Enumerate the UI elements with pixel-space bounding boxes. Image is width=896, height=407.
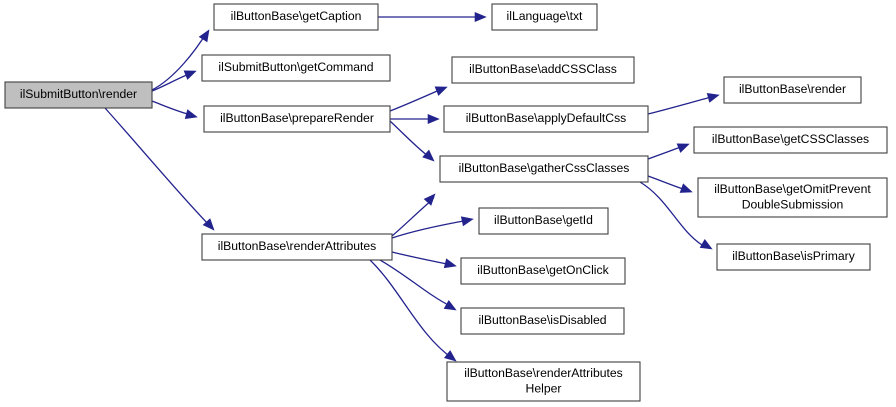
node-label: ilButtonBase\renderAttributes	[218, 239, 377, 253]
arrow-head-icon	[699, 238, 713, 250]
node-box[interactable]	[203, 105, 391, 133]
graph-node-renderAttributes[interactable]: ilButtonBase\renderAttributes	[201, 233, 393, 261]
node-label: Helper	[526, 381, 562, 395]
nodes-layer: ilSubmitButton\render ilButtonBase\getCap…	[4, 3, 888, 402]
graph-node-getOnClick[interactable]: ilButtonBase\getOnClick	[460, 257, 626, 285]
arrow-head-icon	[184, 109, 198, 119]
node-box[interactable]	[460, 307, 625, 335]
node-box[interactable]	[478, 207, 609, 235]
node-label: ilSubmitButton\render	[20, 87, 137, 101]
call-edge	[104, 107, 213, 229]
call-edge	[391, 251, 453, 266]
arrow-head-icon	[427, 113, 440, 125]
graph-node-render[interactable]: ilButtonBase\render	[723, 76, 862, 104]
call-edge	[151, 31, 208, 91]
call-edge	[391, 196, 435, 237]
graph-node-isPrimary[interactable]: ilButtonBase\isPrimary	[716, 243, 871, 271]
node-label: ilButtonBase\addCSSClass	[469, 62, 617, 76]
arrow-head-icon	[183, 70, 197, 80]
node-label: ilSubmitButton\getCommand	[218, 60, 373, 74]
node-label: ilButtonBase\gatherCssClasses	[459, 161, 630, 175]
call-edge	[379, 259, 453, 308]
node-label: ilButtonBase\applyDefaultCss	[466, 111, 627, 125]
node-label: ilLanguage\txt	[507, 9, 584, 23]
node-box[interactable]	[460, 257, 626, 285]
node-label: ilButtonBase\prepareRender	[220, 111, 374, 125]
node-box[interactable]	[201, 54, 391, 82]
graph-node-txt[interactable]: ilLanguage\txt	[491, 3, 598, 31]
node-label: DoubleSubmission	[742, 197, 844, 211]
graph-node-prepareRender[interactable]: ilButtonBase\prepareRender	[203, 105, 391, 133]
node-box[interactable]	[451, 56, 635, 84]
node-label: ilButtonBase\isDisabled	[478, 313, 606, 327]
arrow-head-icon	[423, 193, 436, 206]
graph-node-gatherCssClasses[interactable]: ilButtonBase\gatherCssClasses	[439, 155, 649, 183]
node-box[interactable]	[716, 243, 871, 271]
arrow-head-icon	[443, 299, 457, 311]
node-label: ilButtonBase\getCaption	[231, 9, 362, 23]
node-box[interactable]	[723, 76, 862, 104]
graph-node-getCommand[interactable]: ilSubmitButton\getCommand	[201, 54, 391, 82]
node-box[interactable]	[213, 3, 379, 31]
graph-node-getOmitPreventDoubleSubmission[interactable]: ilButtonBase\getOmitPreventDoubleSubmiss…	[697, 177, 888, 218]
graph-node-getCaption[interactable]: ilButtonBase\getCaption	[213, 3, 379, 31]
call-edge	[647, 95, 716, 115]
arrow-head-icon	[422, 149, 435, 162]
call-edge	[389, 120, 433, 160]
arrow-head-icon	[202, 218, 215, 231]
edges-layer	[104, 11, 720, 362]
root-node-box[interactable]	[4, 81, 153, 109]
arrow-head-icon	[434, 86, 448, 96]
graph-node-render_root[interactable]: ilSubmitButton\render	[4, 81, 153, 109]
node-label: ilButtonBase\getCSSClasses	[712, 132, 869, 146]
node-label: ilButtonBase\getId	[494, 213, 593, 227]
node-label: ilButtonBase\renderAttributes	[464, 366, 623, 380]
node-box[interactable]	[446, 361, 641, 402]
node-box[interactable]	[491, 3, 598, 31]
arrow-head-icon	[443, 350, 457, 362]
node-box[interactable]	[443, 105, 649, 133]
arrow-head-icon	[474, 11, 487, 23]
arrow-head-icon	[198, 29, 210, 43]
arrow-head-icon	[460, 216, 474, 227]
graph-node-applyDefaultCss[interactable]: ilButtonBase\applyDefaultCss	[443, 105, 649, 133]
node-label: ilButtonBase\isPrimary	[732, 249, 856, 263]
graph-node-isDisabled[interactable]: ilButtonBase\isDisabled	[460, 307, 625, 335]
node-box[interactable]	[201, 233, 393, 261]
arrow-head-icon	[676, 143, 690, 153]
node-box[interactable]	[439, 155, 649, 183]
node-box[interactable]	[693, 126, 888, 154]
arrow-head-icon	[679, 183, 693, 193]
graph-node-getCSSClasses[interactable]: ilButtonBase\getCSSClasses	[693, 126, 888, 154]
call-edge	[389, 87, 445, 112]
arrow-head-icon	[706, 93, 720, 103]
node-label: ilButtonBase\getOnClick	[477, 263, 609, 277]
graph-node-addCSSClass[interactable]: ilButtonBase\addCSSClass	[451, 56, 635, 84]
node-box[interactable]	[697, 177, 888, 218]
call-edge	[391, 219, 470, 239]
node-label: ilButtonBase\getOmitPrevent	[714, 182, 871, 196]
graph-node-getId[interactable]: ilButtonBase\getId	[478, 207, 609, 235]
arrow-head-icon	[443, 258, 457, 269]
node-label: ilButtonBase\render	[739, 82, 846, 96]
call-edge	[369, 259, 453, 359]
